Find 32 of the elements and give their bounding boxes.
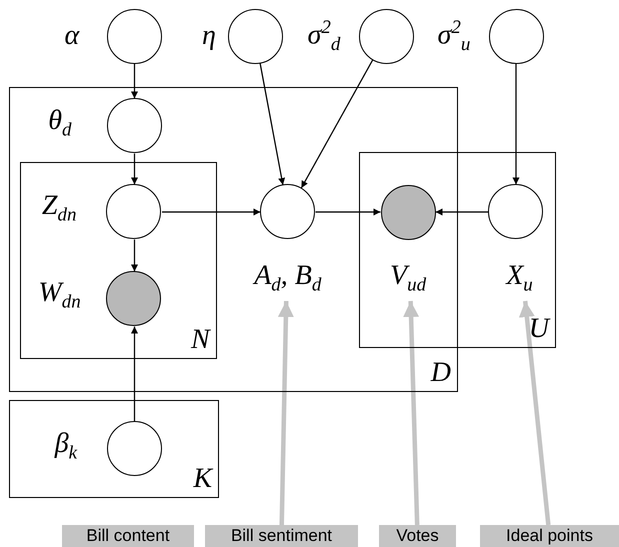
variable-label: A$_{d}$, B$_{d}$ <box>254 260 322 298</box>
arrow <box>131 240 138 272</box>
variable-label: W$_{dn}$ <box>38 278 81 315</box>
pointer-arrow <box>518 300 551 526</box>
arrow <box>512 64 520 184</box>
plate-box <box>9 400 219 498</box>
variable-label: Z$_{dn}$ <box>42 191 76 228</box>
plate-label: D <box>430 359 451 387</box>
variable-label: X$_{u}$ <box>506 260 533 298</box>
plate-label: U <box>528 315 549 343</box>
arrow <box>436 208 488 216</box>
caption-tag: Bill sentiment <box>205 525 358 547</box>
variable-label: α <box>64 21 80 51</box>
variable-label: β$_{k}$ <box>54 428 78 466</box>
plate-box <box>20 162 217 359</box>
caption-tag: Bill content <box>62 525 194 547</box>
variable-label: V$_{ud}$ <box>390 261 426 298</box>
arrow <box>316 208 380 216</box>
caption-tag: Ideal points <box>480 525 619 547</box>
arrow <box>162 208 260 216</box>
arrow <box>131 326 138 422</box>
caption-tag: Votes <box>379 525 456 547</box>
variable-label: θ$_{d}$ <box>48 106 72 142</box>
variable-label: η <box>202 21 216 51</box>
arrow <box>131 64 138 98</box>
plate-label: N <box>191 326 210 354</box>
arrow <box>259 62 286 186</box>
plate-label: K <box>193 465 212 493</box>
pointer-arrow <box>278 300 294 526</box>
arrow <box>131 154 138 184</box>
arrow <box>300 60 374 188</box>
pointer-arrow <box>403 300 420 526</box>
